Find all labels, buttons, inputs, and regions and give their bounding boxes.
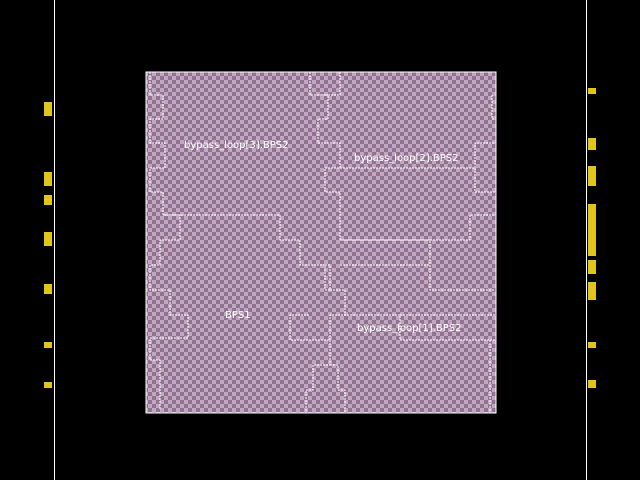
pin-marker[interactable] <box>588 380 596 388</box>
pin-marker[interactable] <box>588 342 596 348</box>
pin-marker[interactable] <box>588 166 596 186</box>
pin-marker[interactable] <box>588 138 596 150</box>
region-label-bps1[interactable]: BPS1 <box>225 310 251 321</box>
pin-marker[interactable] <box>588 260 596 274</box>
pin-marker[interactable] <box>44 232 52 246</box>
pin-marker[interactable] <box>588 88 596 94</box>
pin-marker[interactable] <box>44 382 52 388</box>
region-boundaries <box>149 72 495 413</box>
pin-marker[interactable] <box>44 102 52 116</box>
pin-marker[interactable] <box>44 284 52 294</box>
pin-marker[interactable] <box>44 342 52 348</box>
die-area[interactable] <box>145 71 497 414</box>
region-label-bypass-loop-1[interactable]: bypass_loop[1].BPS2 <box>357 323 462 334</box>
pin-marker[interactable] <box>588 204 596 256</box>
left-pins <box>44 102 52 388</box>
pin-marker[interactable] <box>44 172 52 186</box>
pin-marker[interactable] <box>588 282 596 300</box>
right-pins <box>588 88 596 388</box>
region-label-bypass-loop-3[interactable]: bypass_loop[3].BPS2 <box>184 140 289 151</box>
region-label-bypass-loop-2[interactable]: bypass_loop[2].BPS2 <box>354 153 459 164</box>
pin-marker[interactable] <box>44 195 52 205</box>
